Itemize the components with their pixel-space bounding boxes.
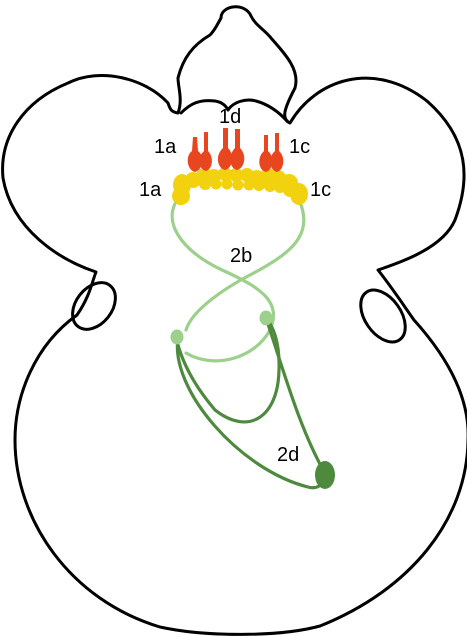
label-1c-lower: 1c [310,179,331,201]
label-1a-upper: 1a [154,136,177,158]
light-green-path-right [184,200,306,332]
light-green-node-right [259,310,273,326]
left-lateral-oval [71,281,117,331]
red-cell-1c-left [259,135,273,172]
label-1a-lower: 1a [139,179,162,201]
yellow-cell-band [172,167,308,205]
red-cell-1d-left [217,128,233,170]
red-cell-1d-right [230,129,245,170]
red-cell-1a-right [199,132,212,171]
label-2d: 2d [277,444,299,466]
dark-green-path-outer [175,316,328,490]
label-1c-upper: 1c [289,136,310,158]
right-lateral-oval [359,288,407,344]
light-green-path-left [170,194,276,363]
red-flask-cells [187,128,284,172]
embryo-outline [1,5,467,636]
label-2b: 2b [230,245,252,267]
red-cell-1c-right [270,133,284,172]
dark-green-path-inner [174,316,281,424]
red-cell-1a-left [187,137,203,172]
dark-green-node [315,461,335,489]
label-1d: 1d [219,106,241,128]
head-contour [179,98,289,123]
light-green-node-left [170,329,184,345]
